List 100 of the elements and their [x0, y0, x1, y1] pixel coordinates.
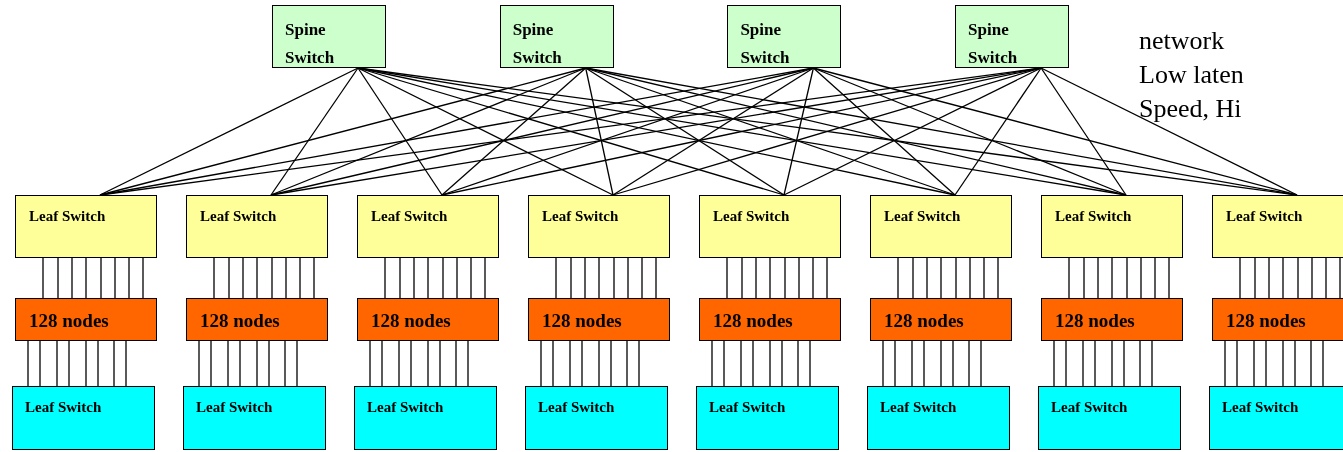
node-label: Leaf Switch — [1051, 398, 1129, 417]
connector-line — [1253, 340, 1255, 387]
connector-line — [1282, 257, 1284, 299]
connector-line — [897, 257, 899, 299]
connector-line — [723, 340, 725, 387]
connector-line — [427, 257, 429, 299]
connector-line — [441, 67, 587, 196]
leaf-switch-box — [528, 195, 670, 258]
spine-switch-box — [727, 5, 842, 68]
connector-line — [1151, 340, 1153, 387]
leaf-switch-box — [183, 386, 326, 450]
connector-line — [610, 340, 612, 387]
node-label: 128 nodes — [371, 309, 452, 333]
connector-line — [357, 67, 443, 196]
connector-line — [783, 67, 815, 196]
connector-line — [812, 67, 956, 196]
node-label: Leaf Switch — [884, 207, 962, 226]
leaf-switch-box — [357, 195, 499, 258]
spine-switch-box — [955, 5, 1070, 68]
leaf-switch-box — [696, 386, 839, 450]
connector-line — [613, 257, 615, 299]
connector-line — [456, 257, 458, 299]
connector-line — [1097, 257, 1099, 299]
compute-nodes-box — [1212, 298, 1343, 341]
connector-line — [484, 257, 486, 299]
connector-line — [784, 257, 786, 299]
connector-line — [585, 67, 956, 196]
connector-line — [569, 340, 571, 387]
leaf-switch-box — [1212, 195, 1343, 258]
connector-line — [268, 340, 270, 387]
connector-line — [1140, 257, 1142, 299]
connector-line — [100, 257, 102, 299]
connector-line — [1325, 257, 1327, 299]
compute-nodes-box — [1041, 298, 1183, 341]
connector-line — [270, 67, 359, 196]
connector-line — [1236, 340, 1238, 387]
leaf-switch-box — [870, 195, 1012, 258]
connector-line — [755, 257, 757, 299]
leaf-switch-box — [867, 386, 1010, 450]
connector-line — [113, 340, 115, 387]
connector-line — [242, 257, 244, 299]
connector-line — [955, 257, 957, 299]
connector-line — [97, 340, 99, 387]
connector-line — [627, 257, 629, 299]
connector-line — [552, 340, 554, 387]
node-label: Leaf Switch — [29, 207, 107, 226]
connector-line — [399, 257, 401, 299]
connector-line — [357, 67, 614, 196]
connector-line — [256, 257, 258, 299]
node-label: Spine Switch — [512, 19, 563, 69]
leaf-switch-box — [12, 386, 155, 450]
connector-line — [1168, 257, 1170, 299]
connector-line — [969, 257, 971, 299]
connector-line — [1082, 340, 1084, 387]
connector-line — [227, 340, 229, 387]
connector-line — [585, 67, 614, 196]
connector-line — [42, 257, 44, 299]
leaf-switch-box — [699, 195, 841, 258]
compute-nodes-box — [15, 298, 157, 341]
connector-line — [812, 67, 1127, 196]
description-text: network — [1139, 25, 1225, 57]
connector-line — [299, 257, 301, 299]
connector-line — [598, 257, 600, 299]
connector-line — [997, 257, 999, 299]
connector-line — [570, 257, 572, 299]
leaf-switch-box — [186, 195, 328, 258]
leaf-switch-box — [15, 195, 157, 258]
connector-line — [125, 340, 127, 387]
node-label: Leaf Switch — [709, 398, 787, 417]
compute-nodes-box — [357, 298, 499, 341]
connector-line — [769, 340, 771, 387]
connector-line — [1111, 340, 1113, 387]
connector-line — [210, 340, 212, 387]
connector-line — [741, 257, 743, 299]
connector-line — [926, 257, 928, 299]
connector-line — [711, 340, 713, 387]
node-label: Leaf Switch — [371, 207, 449, 226]
connector-line — [752, 340, 754, 387]
connector-line — [655, 257, 657, 299]
connector-line — [1040, 67, 1127, 196]
node-label: Leaf Switch — [1226, 207, 1304, 226]
connector-line — [369, 340, 371, 387]
node-label: Leaf Switch — [1222, 398, 1300, 417]
connector-line — [1254, 257, 1256, 299]
connector-line — [1094, 340, 1096, 387]
connector-line — [980, 340, 982, 387]
connector-line — [826, 257, 828, 299]
compute-nodes-box — [699, 298, 841, 341]
connector-line — [271, 257, 273, 299]
compute-nodes-box — [528, 298, 670, 341]
connector-line — [1282, 340, 1284, 387]
node-label: Spine Switch — [740, 19, 791, 69]
connector-line — [940, 257, 942, 299]
node-label: 128 nodes — [542, 309, 623, 333]
node-label: 128 nodes — [200, 309, 281, 333]
connector-line — [940, 340, 942, 387]
node-label: 128 nodes — [713, 309, 794, 333]
connector-line — [923, 340, 925, 387]
connector-line — [1339, 257, 1341, 299]
connector-line — [99, 67, 359, 196]
